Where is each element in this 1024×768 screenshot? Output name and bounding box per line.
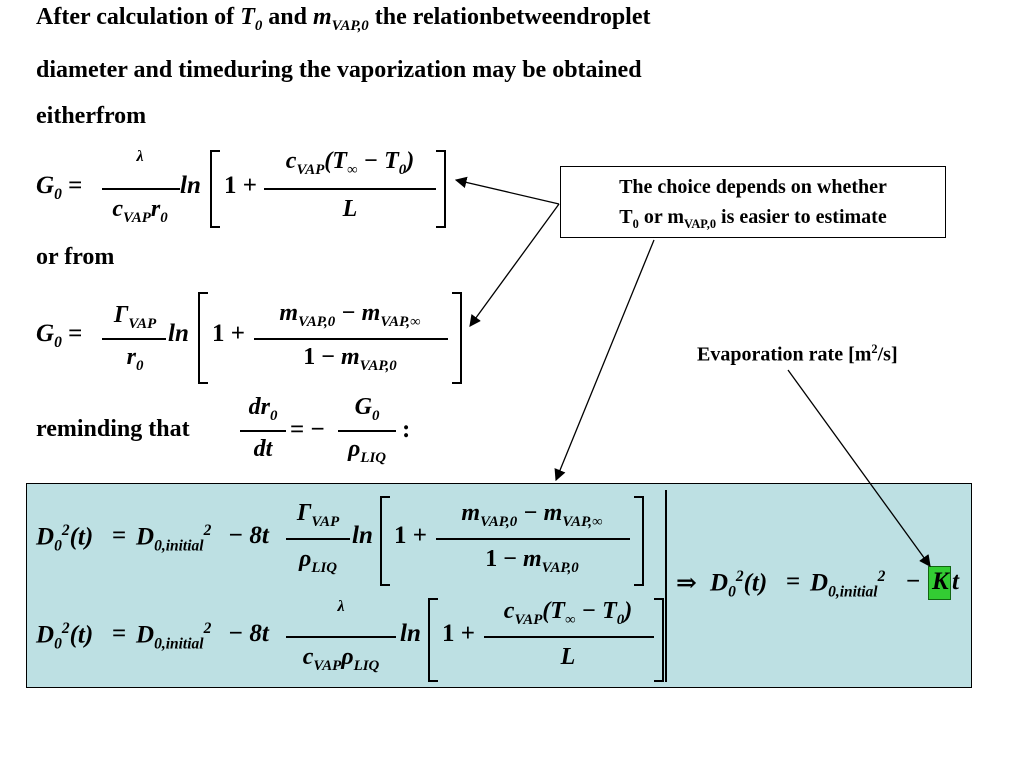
- bracket-right: [654, 598, 664, 682]
- eq-numerator: ΓVAP: [296, 500, 340, 530]
- eq-numerator: λ: [337, 598, 345, 615]
- ln-operator: ln: [400, 620, 421, 647]
- eq-numerator: mVAP,0 − mVAP,∞: [461, 500, 603, 530]
- arrow-to-result-box: [554, 239, 655, 482]
- fraction-bar: [254, 338, 448, 340]
- arrow-to-k: [787, 369, 931, 567]
- eq-numerator: cVAP(T∞ − T0): [503, 598, 633, 628]
- reminding-text: reminding that: [36, 416, 190, 442]
- eq-denominator: L: [342, 196, 358, 222]
- initial-diameter: D0,initial2: [136, 620, 212, 653]
- ln-operator: ln: [352, 522, 373, 549]
- initial-diameter: D0,initial2: [810, 568, 886, 601]
- eq-denominator: ρLIQ: [348, 436, 386, 466]
- result-box: [26, 483, 972, 688]
- eq-lhs: D02(t): [710, 568, 768, 601]
- eq-denominator: 1 − mVAP,0: [485, 546, 579, 576]
- intro-text: After calculation of: [36, 4, 235, 30]
- initial-diameter: D0,initial2: [136, 522, 212, 555]
- eq-denominator: dt: [253, 436, 273, 462]
- eq-numerator: ΓVAP: [113, 302, 157, 332]
- time-variable: t: [952, 568, 959, 595]
- callout-line-1: The choice depends on whether: [619, 176, 887, 198]
- fraction-bar: [240, 430, 286, 432]
- eq-lhs: G0 =: [36, 320, 83, 351]
- one-plus: 1 +: [212, 320, 245, 347]
- minus-8t: − 8t: [228, 620, 269, 647]
- eq-sign: = −: [290, 416, 325, 443]
- eq-lhs: G0 =: [36, 172, 83, 203]
- separator-line: [665, 490, 667, 682]
- bracket-left: [210, 150, 220, 228]
- eq-denominator: r0: [126, 344, 144, 374]
- fraction-bar: [102, 338, 166, 340]
- eq-lhs: D02(t): [36, 522, 94, 555]
- implies-symbol: ⇒: [676, 570, 697, 597]
- symbol-T0: T0: [240, 4, 263, 34]
- eq-denominator: cVAPr0: [112, 196, 168, 226]
- intro-text: and: [268, 4, 307, 30]
- intro-line-3: eitherfrom: [36, 103, 147, 129]
- eq-numerator: cVAP(T∞ − T0): [285, 148, 415, 178]
- colon: :: [402, 416, 411, 443]
- k-highlight: [928, 566, 951, 600]
- bracket-left: [198, 292, 208, 384]
- eq-denominator: cVAPρLIQ: [302, 644, 380, 674]
- minus-sign: −: [906, 568, 921, 595]
- eq-sign: =: [112, 620, 127, 647]
- fraction-bar: [286, 538, 350, 540]
- intro-line-1: After calculation of T0 and mVAP,0 the r…: [36, 4, 651, 35]
- one-plus: 1 +: [442, 620, 475, 647]
- bracket-left: [428, 598, 438, 682]
- one-plus: 1 +: [394, 522, 427, 549]
- choice-callout: The choice depends on whether T0 or mVAP…: [560, 166, 946, 238]
- fraction-bar: [102, 188, 180, 190]
- eq-denominator: L: [560, 644, 576, 670]
- eq-numerator: mVAP,0 − mVAP,∞: [279, 300, 421, 330]
- arrow-to-equation-1: [454, 176, 560, 205]
- eq-denominator: ρLIQ: [299, 546, 337, 576]
- or-from-text: or from: [36, 244, 115, 270]
- intro-text: the relationbetweendroplet: [374, 4, 651, 30]
- minus-8t: − 8t: [228, 522, 269, 549]
- ln-operator: ln: [180, 172, 201, 199]
- intro-line-2: diameter and timeduring the vaporization…: [36, 57, 642, 83]
- fraction-bar: [484, 636, 654, 638]
- bracket-right: [634, 496, 644, 586]
- bracket-right: [436, 150, 446, 228]
- ln-operator: ln: [168, 320, 189, 347]
- eq-numerator: λ: [136, 148, 144, 165]
- fraction-bar: [264, 188, 436, 190]
- callout-line-2: T0 or mVAP,0 is easier to estimate: [619, 206, 887, 231]
- eq-denominator: 1 − mVAP,0: [303, 344, 397, 374]
- eq-sign: =: [112, 522, 127, 549]
- bracket-right: [452, 292, 462, 384]
- one-plus: 1 +: [224, 172, 257, 199]
- evaporation-constant-k: K: [932, 568, 949, 595]
- eq-numerator: G0: [354, 394, 380, 424]
- fraction-bar: [286, 636, 396, 638]
- symbol-mvap0: mVAP,0: [313, 4, 369, 34]
- fraction-bar: [436, 538, 630, 540]
- arrow-to-equation-2: [469, 203, 560, 327]
- eq-numerator: dr0: [248, 394, 278, 424]
- eq-sign: =: [786, 568, 801, 595]
- eq-lhs: D02(t): [36, 620, 94, 653]
- bracket-left: [380, 496, 390, 586]
- evaporation-rate-label: Evaporation rate [m2/s]: [697, 342, 898, 366]
- fraction-bar: [338, 430, 396, 432]
